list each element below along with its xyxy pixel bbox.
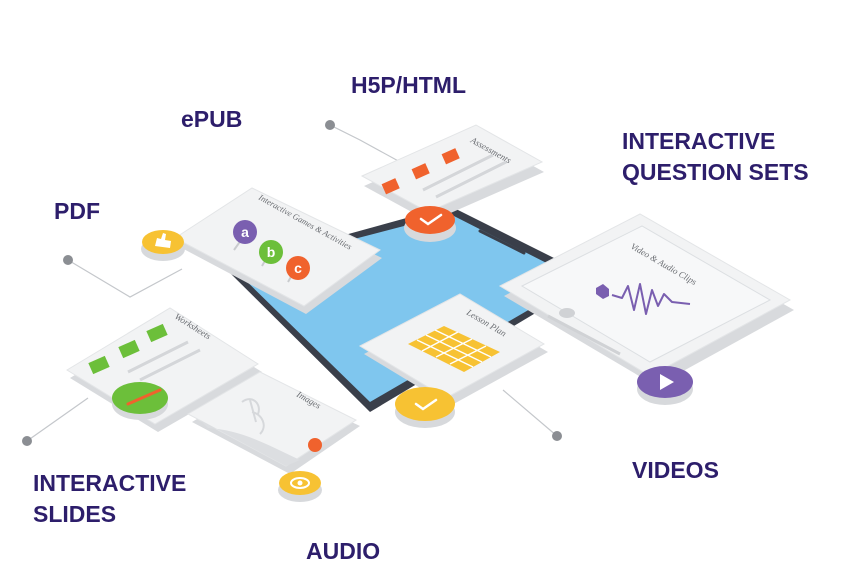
lesson-badge <box>395 387 455 421</box>
connector-dot-epub <box>325 120 335 130</box>
lesson-plan-grid-lines <box>416 329 492 368</box>
check-badge <box>405 206 455 234</box>
hand-pointer-icon <box>155 233 171 248</box>
check-icon <box>419 213 443 226</box>
letter-b-bubble <box>259 240 283 264</box>
card-video-audio: Video & Audio Clips <box>498 213 794 405</box>
eye-icon-pupil <box>297 480 303 486</box>
card-video-audio-inner <box>520 225 772 363</box>
letter-b: b <box>267 244 276 260</box>
eye-icon <box>290 477 310 489</box>
label-epub: ePUB <box>181 106 243 132</box>
label-interactive-question-sets: INTERACTIVE QUESTION SETS <box>622 126 809 188</box>
image-sun <box>308 438 322 452</box>
worksheet-square-2 <box>118 339 140 359</box>
connector-slides <box>26 397 89 442</box>
connector-dot-pdf <box>63 255 73 265</box>
speaker-icon <box>596 284 609 299</box>
label-slides-line-1: INTERACTIVE <box>33 470 187 496</box>
worksheet-line-1 <box>127 340 189 374</box>
letter-c-bubble <box>286 256 310 280</box>
worksheet-square-1 <box>88 355 110 375</box>
card-assessments-body <box>360 124 544 213</box>
label-videos: VIDEOS <box>632 457 719 483</box>
label-h5p-html: H5P/HTML <box>351 72 466 98</box>
letter-a: a <box>241 224 249 240</box>
card-assessments: Assessments <box>360 124 544 242</box>
assessment-square-3 <box>441 148 460 165</box>
worksheet-square-3 <box>146 323 168 343</box>
connectors <box>26 124 558 442</box>
connector-videos <box>502 389 558 437</box>
play-icon <box>660 374 674 390</box>
label-pdf: PDF <box>54 198 100 224</box>
letter-a-bubble <box>233 220 257 244</box>
label-iqs-line-1: INTERACTIVE <box>622 128 776 154</box>
assessment-square-1 <box>381 178 400 195</box>
media-progress-knob <box>559 308 575 318</box>
pencil-icon <box>126 388 162 406</box>
worksheet-line-2 <box>139 348 201 382</box>
label-interactive-slides: INTERACTIVE SLIDES <box>33 468 186 530</box>
label-iqs-line-2: QUESTION SETS <box>622 159 809 185</box>
card-games: Interactive Games & Activities a b c <box>141 187 382 314</box>
image-ground <box>200 420 300 466</box>
check-icon-lesson <box>414 398 438 411</box>
connector-dots <box>22 120 562 446</box>
connector-epub <box>329 124 403 164</box>
image-tree-sketch <box>241 398 265 435</box>
media-progress-track <box>547 314 621 356</box>
connector-dot-slides <box>22 436 32 446</box>
tablet-speaker <box>478 229 526 255</box>
assessment-line-2 <box>435 160 507 199</box>
connector-pdf <box>67 259 183 298</box>
connector-dot-videos <box>552 431 562 441</box>
waveform <box>611 283 691 315</box>
card-images: Images <box>186 371 360 502</box>
assessment-line-1 <box>422 153 494 192</box>
label-slides-line-2: SLIDES <box>33 501 117 527</box>
label-audio: AUDIO <box>306 538 381 564</box>
letter-c: c <box>294 260 302 276</box>
assessment-square-2 <box>411 163 430 180</box>
